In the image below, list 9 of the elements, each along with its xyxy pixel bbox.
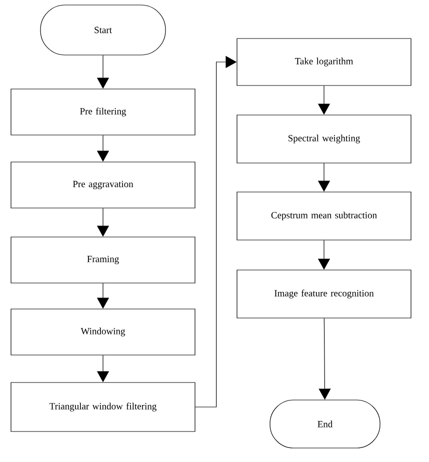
process-box: Take logarithm xyxy=(236,38,412,86)
process-box: Spectral weighting xyxy=(236,114,412,164)
process-box: Windowing xyxy=(10,308,196,356)
process-box: Pre aggravation xyxy=(10,162,196,208)
process-box: Image feature recognition xyxy=(236,270,412,318)
process-box: Framing xyxy=(10,236,196,284)
process-box: Pre filtering xyxy=(10,88,196,136)
process-box: Triangular window filtering xyxy=(10,382,196,432)
process-box: Cepstrum mean subtraction xyxy=(236,192,412,240)
